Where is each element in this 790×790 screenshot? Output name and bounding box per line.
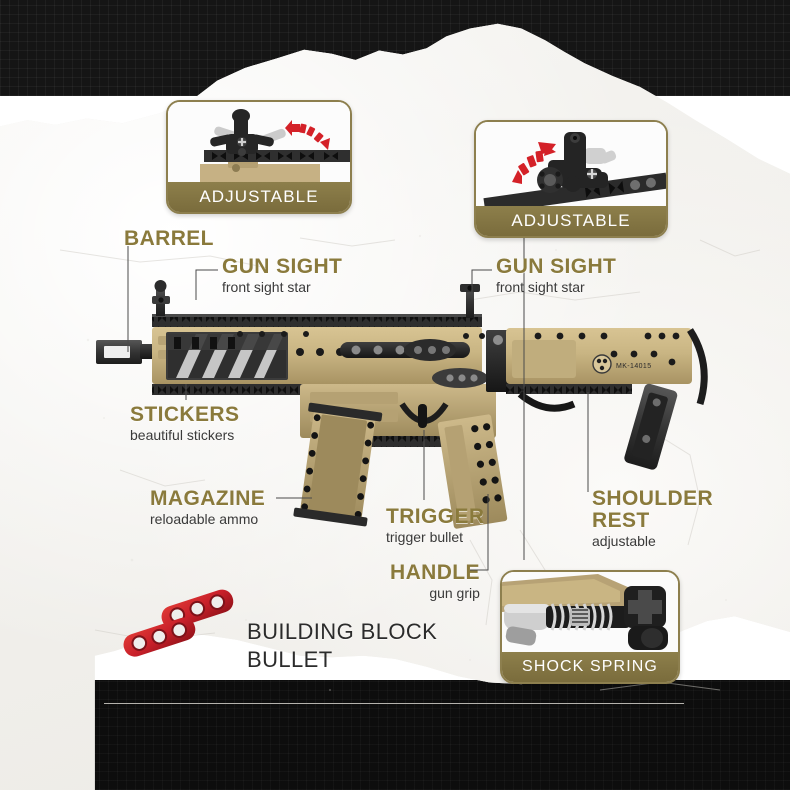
label-gun-sight-left-sub: front sight star [222, 278, 311, 295]
label-gun-sight-left-title: GUN SIGHT [222, 255, 343, 278]
callout-shock-spring-photo [502, 572, 678, 652]
rear-sight-assembly [460, 284, 480, 318]
stock-sticker-badge: MK-14015 [592, 354, 652, 374]
label-magazine: MAGAZINE reloadable ammo [150, 488, 265, 528]
svg-text:MK-14015: MK-14015 [616, 363, 652, 370]
rifle-stock: MK-14015 [486, 328, 708, 470]
piston-cylinder [504, 604, 550, 646]
label-barrel: BARREL [124, 228, 214, 250]
label-magazine-sub: reloadable ammo [150, 510, 259, 527]
rifle-magazine [293, 402, 383, 527]
callout-shock-spring-caption: SHOCK SPRING [502, 652, 678, 682]
label-magazine-title: MAGAZINE [150, 487, 266, 510]
bottom-rail [152, 384, 422, 395]
label-stickers: STICKERS beautiful stickers [130, 404, 239, 444]
callout-rear-sight-photo [476, 122, 666, 206]
bottom-divider-rule [104, 703, 684, 704]
building-block-bullet-pieces [123, 589, 234, 657]
label-trigger-title: TRIGGER [386, 505, 485, 528]
shock-spring-coils [546, 603, 630, 631]
label-trigger: TRIGGER trigger bullet [386, 506, 484, 546]
callout-rear-sight-caption: ADJUSTABLE [476, 206, 666, 236]
red-rotation-arrow [512, 142, 556, 184]
label-gun-sight-right-sub: front sight star [496, 278, 585, 295]
dark-grid-backdrop-bottom [0, 680, 790, 790]
label-shoulder-rest-title: SHOULDER REST [592, 487, 714, 532]
label-stickers-title: STICKERS [130, 403, 240, 426]
label-gun-sight-right-title: GUN SIGHT [496, 255, 617, 278]
leader-lines [127, 210, 589, 571]
trigger-guard [399, 402, 449, 428]
label-shoulder-rest-sub: adjustable [592, 532, 656, 549]
label-building-block-bullet-title: BUILDING BLOCK BULLET [247, 619, 438, 673]
callout-card-shock-spring[interactable]: SHOCK SPRING [500, 570, 680, 684]
front-sight-assembly [152, 280, 170, 316]
callout-card-adjustable-front[interactable]: ADJUSTABLE [166, 100, 352, 214]
label-stickers-sub: beautiful stickers [130, 426, 235, 443]
callout-front-sight-photo [168, 102, 350, 182]
label-trigger-sub: trigger bullet [386, 528, 464, 545]
label-gun-sight-left: GUN SIGHT front sight star [222, 256, 342, 296]
cross-axle-connector [624, 586, 668, 650]
adjust-gear-icon [537, 167, 563, 193]
label-handle: HANDLE gun grip [390, 562, 480, 602]
label-gun-sight-right: GUN SIGHT front sight star [496, 256, 616, 296]
label-handle-sub: gun grip [429, 584, 480, 601]
dark-grid-backdrop-top [0, 0, 790, 96]
callout-front-sight-caption: ADJUSTABLE [168, 182, 350, 212]
top-rail [152, 316, 482, 327]
red-rotation-arrow [285, 120, 330, 150]
label-building-block-bullet: BUILDING BLOCK BULLET [247, 618, 437, 674]
label-shoulder-rest: SHOULDER REST adjustable [592, 488, 713, 550]
label-handle-title: HANDLE [390, 561, 480, 584]
charging-handle [340, 339, 470, 361]
callout-card-adjustable-rear[interactable]: ADJUSTABLE [474, 120, 668, 238]
sticker-decal-panel [166, 332, 288, 380]
rifle-receiver [152, 327, 485, 395]
label-barrel-title: BARREL [124, 227, 214, 250]
rifle-foregrip [437, 414, 508, 529]
